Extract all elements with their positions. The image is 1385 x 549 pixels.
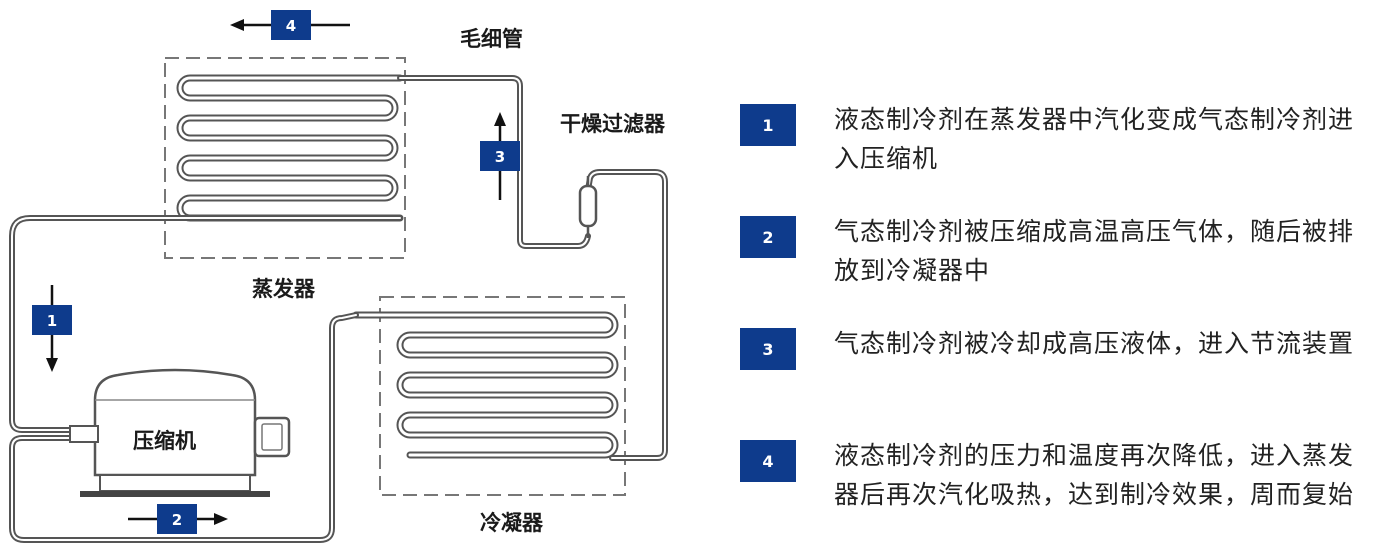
legend-badge-2: 2 [740, 216, 796, 258]
legend-badge-1: 1 [740, 104, 796, 146]
legend-item-1: 1 液态制冷剂在蒸发器中汽化变成气态制冷剂进入压缩机 [740, 100, 1374, 178]
legend-badge-4: 4 [740, 440, 796, 482]
dryer-filter-label: 干燥过滤器 [560, 112, 666, 136]
legend-text-3: 气态制冷剂被冷却成高压液体，进入节流装置 [834, 329, 1355, 358]
capillary-label: 毛细管 [460, 27, 523, 51]
refrigeration-cycle-diagram: 毛细管 干燥过滤器 蒸发器 压缩机 冷凝器 4 3 1 2 [9, 10, 668, 543]
evaporator-label: 蒸发器 [252, 277, 316, 301]
legend-text-4: 液态制冷剂的压力和温度再次降低，进入蒸发器后再次汽化吸热，达到制冷效果，周而复始 [834, 441, 1355, 509]
evaporator-box [164, 57, 406, 259]
flow-arrow-4: 4 [230, 10, 350, 40]
badge-3-label: 3 [495, 148, 505, 166]
legend-badge-3: 3 [740, 328, 796, 370]
legend-item-3: 3 气态制冷剂被冷却成高压液体，进入节流装置 [740, 324, 1374, 370]
legend-text-1: 液态制冷剂在蒸发器中汽化变成气态制冷剂进入压缩机 [834, 105, 1355, 173]
legend-item-2: 2 气态制冷剂被压缩成高温高压气体，随后被排放到冷凝器中 [740, 212, 1374, 290]
refrigerant-pipes [9, 75, 668, 543]
flow-arrow-2: 2 [128, 504, 228, 534]
compressor-label: 压缩机 [133, 429, 196, 453]
badge-2-label: 2 [172, 511, 182, 529]
compressor-part [69, 368, 291, 497]
condenser-box [379, 296, 626, 496]
condenser-label: 冷凝器 [480, 511, 544, 535]
flow-arrow-1: 1 [32, 285, 72, 372]
flow-arrow-3: 3 [480, 112, 520, 200]
dryer-filter-part [578, 176, 598, 238]
legend-text-2: 气态制冷剂被压缩成高温高压气体，随后被排放到冷凝器中 [834, 217, 1355, 285]
badge-4-label: 4 [286, 17, 296, 35]
badge-1-label: 1 [47, 312, 57, 330]
legend-item-4: 4 液态制冷剂的压力和温度再次降低，进入蒸发器后再次汽化吸热，达到制冷效果，周而… [740, 436, 1374, 514]
